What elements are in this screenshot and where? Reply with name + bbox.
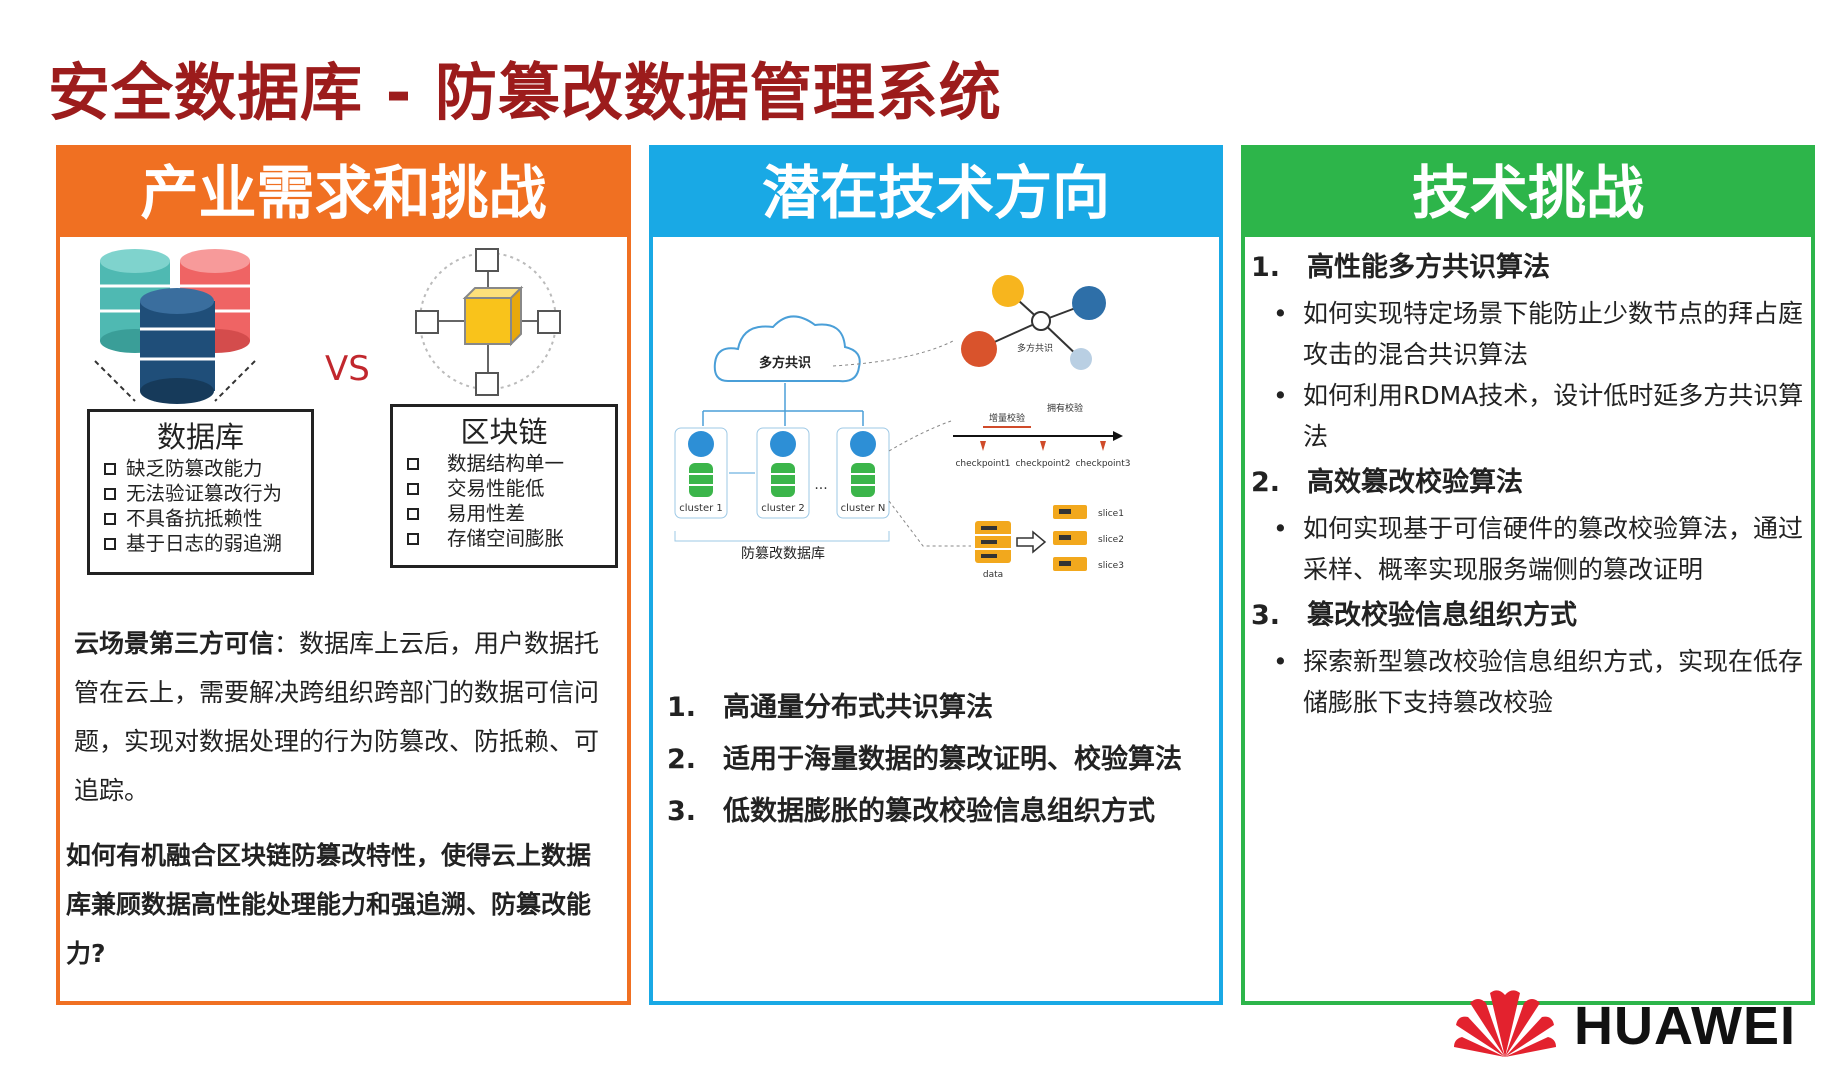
data-server-icon xyxy=(975,521,1011,563)
huawei-wordmark: HUAWEI xyxy=(1574,996,1796,1056)
timeline-label-incremental: 增量校验 xyxy=(989,412,1025,424)
data-label: data xyxy=(983,570,1003,580)
slice-2-label: slice2 xyxy=(1098,535,1124,545)
tech-challenges-header: 技术挑战 xyxy=(1245,149,1811,237)
cluster-2-icon xyxy=(756,427,810,519)
tech-challenges-column: 技术挑战 1.高性能多方共识算法 •如何实现特定场景下能防止少数节点的拜占庭攻击… xyxy=(1241,145,1815,1005)
list-item: 数据结构单一 xyxy=(407,451,615,476)
checkbox-icon xyxy=(104,538,116,550)
checkbox-icon xyxy=(407,483,419,495)
list-item: 基于日志的弱追溯 xyxy=(104,531,311,556)
huawei-flower-icon xyxy=(1454,990,1556,1057)
cluster-n-icon xyxy=(836,427,890,519)
paragraph-lead: 云场景第三方可信 xyxy=(74,629,275,658)
cluster-1-label: cluster 1 xyxy=(679,503,723,514)
navy-database-icon xyxy=(140,288,215,404)
consensus-network-icon xyxy=(961,275,1106,370)
database-box: 数据库 缺乏防篡改能力 无法验证篡改行为 不具备抗抵赖性 基于日志的弱追溯 xyxy=(87,409,314,575)
huawei-logo: HUAWEI xyxy=(1450,985,1830,1065)
database-box-title: 数据库 xyxy=(156,420,244,454)
vs-label: VS xyxy=(325,349,370,389)
list-item: 易用性差 xyxy=(407,501,615,526)
slice-1-label: slice1 xyxy=(1098,509,1124,519)
key-question: 如何有机融合区块链防篡改特性，使得云上数据库兼顾数据高性能处理能力和强追溯、防篡… xyxy=(66,841,592,968)
slice-icons xyxy=(1053,505,1087,571)
industry-needs-column: 产业需求和挑战 xyxy=(56,145,631,1005)
architecture-diagram: 多方共识 cluster 1 clust xyxy=(674,275,1131,580)
checkbox-icon xyxy=(407,533,419,545)
industry-needs-header: 产业需求和挑战 xyxy=(60,149,627,237)
list-item: 不具备抗抵赖性 xyxy=(104,506,311,531)
blockchain-box-title: 区块链 xyxy=(460,415,548,449)
checkpoint-1-label: checkpoint1 xyxy=(955,459,1010,469)
list-item: 3.篡改校验信息组织方式 •探索新型篡改校验信息组织方式，实现在低存储膨胀下支持… xyxy=(1251,600,1804,717)
timeline-label-ownership: 拥有校验 xyxy=(1047,402,1083,414)
checkpoint-2-label: checkpoint2 xyxy=(1015,459,1070,469)
blockchain-network-icon xyxy=(415,248,561,396)
tech-direction-list: 1.高通量分布式共识算法 2.适用于海量数据的篡改证明、校验算法 3.低数据膨胀… xyxy=(667,682,1212,838)
slice-3-label: slice3 xyxy=(1098,561,1124,571)
checkpoint-3-label: checkpoint3 xyxy=(1075,459,1130,469)
list-item: 1.高性能多方共识算法 •如何实现特定场景下能防止少数节点的拜占庭攻击的混合共识… xyxy=(1251,252,1804,451)
arrow-right-icon xyxy=(1016,530,1047,554)
blockchain-box: 区块链 数据结构单一 交易性能低 易用性差 存储空间膨胀 xyxy=(390,404,618,568)
cluster-ellipsis: ... xyxy=(814,477,827,493)
list-item: 2.高效篡改校验算法 •如何实现基于可信硬件的篡改校验算法，通过采样、概率实现服… xyxy=(1251,467,1804,584)
checkbox-icon xyxy=(104,513,116,525)
list-item: 存储空间膨胀 xyxy=(407,526,615,551)
tech-challenges-list: 1.高性能多方共识算法 •如何实现特定场景下能防止少数节点的拜占庭攻击的混合共识… xyxy=(1251,242,1806,723)
cloud-trust-paragraph: 云场景第三方可信：数据库上云后，用户数据托管在云上，需要解决跨组织跨部门的数据可… xyxy=(74,619,619,815)
list-item: 3.低数据膨胀的篡改校验信息组织方式 xyxy=(667,796,1155,827)
list-item: 无法验证篡改行为 xyxy=(104,481,311,506)
database-vs-blockchain-illustration xyxy=(94,248,561,404)
page-title: 安全数据库 - 防篡改数据管理系统 xyxy=(48,56,1002,129)
cluster-n-label: cluster N xyxy=(841,503,886,514)
cluster-2-label: cluster 2 xyxy=(761,503,805,514)
checkbox-icon xyxy=(407,508,419,520)
cloud-icon xyxy=(713,315,861,383)
consensus-network-label: 多方共识 xyxy=(1017,342,1053,354)
list-item: 2.适用于海量数据的篡改证明、校验算法 xyxy=(667,744,1182,775)
list-item: 缺乏防篡改能力 xyxy=(104,456,311,481)
tamper-proof-db-label: 防篡改数据库 xyxy=(741,545,825,562)
paragraph-body: ：数据库上云后，用户数据托管在云上，需要解决跨组织跨部门的数据可信问题，实现对数… xyxy=(74,629,600,805)
cluster-1-icon xyxy=(674,427,728,519)
list-item: 1.高通量分布式共识算法 xyxy=(667,692,993,723)
list-item: 交易性能低 xyxy=(407,476,615,501)
tech-direction-column: 潜在技术方向 多方共识 xyxy=(649,145,1223,1005)
tech-direction-header: 潜在技术方向 xyxy=(653,149,1219,237)
checkbox-icon xyxy=(104,463,116,475)
cloud-label: 多方共识 xyxy=(759,355,811,371)
checkbox-icon xyxy=(407,458,419,470)
checkbox-icon xyxy=(104,488,116,500)
